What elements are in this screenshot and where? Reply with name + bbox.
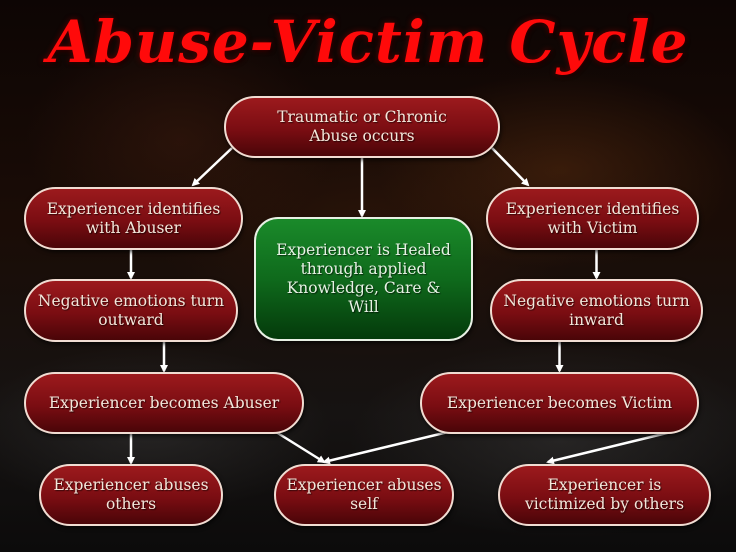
arrow-becomes_victim-to-victimized: [546, 430, 672, 465]
node-outward: Negative emotions turn outward: [24, 279, 238, 342]
node-becomes-abuser: Experiencer becomes Abuser: [24, 372, 304, 434]
node-identify-victim: Experiencer identifies with Victim: [486, 187, 699, 250]
arrow-becomes_victim-to-abuses_self: [322, 430, 449, 465]
node-becomes-victim: Experiencer becomes Victim: [420, 372, 699, 434]
node-healed: Experiencer is Healed through applied Kn…: [254, 217, 473, 341]
arrow-start-to-identify_victim: [491, 147, 530, 187]
node-start: Traumatic or Chronic Abuse occurs: [224, 96, 500, 158]
arrow-becomes_abuser-to-abuses_self: [275, 430, 326, 464]
node-abuses-self: Experiencer abuses self: [274, 464, 454, 526]
arrow-start-to-identify_abuser: [191, 147, 233, 187]
node-victimized: Experiencer is victimized by others: [498, 464, 711, 526]
node-inward: Negative emotions turn inward: [490, 279, 703, 342]
diagram-title: Abuse-Victim Cycle: [47, 8, 689, 76]
node-abuses-others: Experiencer abuses others: [39, 464, 223, 526]
node-identify-abuser: Experiencer identifies with Abuser: [24, 187, 243, 250]
